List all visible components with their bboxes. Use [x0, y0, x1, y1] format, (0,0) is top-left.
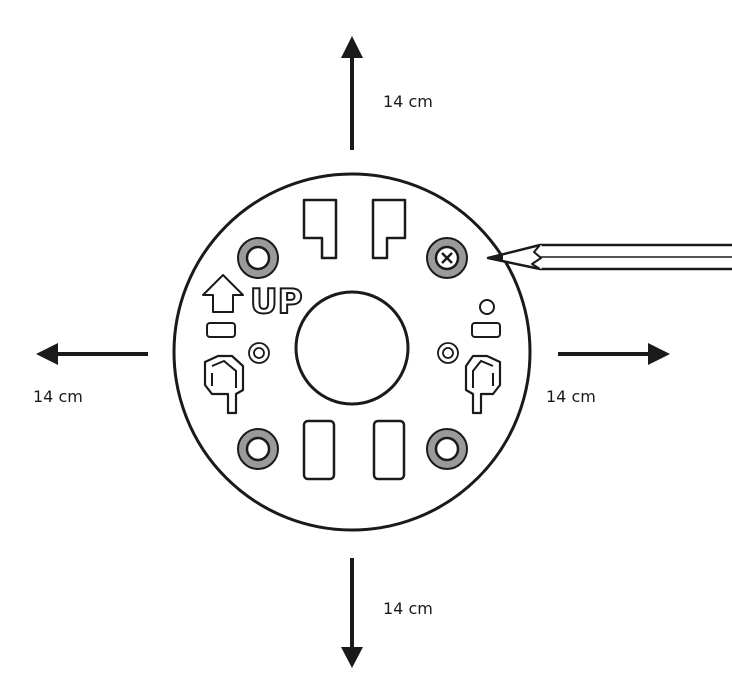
up-arrow-marker [202, 274, 244, 313]
bottom-right-slot [372, 419, 406, 481]
left-distance-label: 14 cm [33, 387, 83, 406]
bottom-left-slot [302, 419, 336, 481]
top-left-slot [302, 198, 338, 260]
screw-hole-bottom-right [426, 428, 468, 470]
alignment-ring-left [248, 342, 270, 364]
small-slot-right [471, 322, 501, 338]
arrow-right [558, 343, 670, 365]
top-distance-label: 14 cm [383, 92, 433, 111]
pencil-icon [486, 243, 732, 271]
alignment-ring-right [437, 342, 459, 364]
small-hole-right [479, 299, 495, 315]
arrow-left [36, 343, 148, 365]
latch-clip-right [464, 354, 502, 415]
screw-hole-top-left [237, 237, 279, 279]
arrow-down [341, 558, 363, 668]
top-right-slot [371, 198, 407, 260]
up-label: UP [250, 282, 303, 322]
center-hole [294, 290, 410, 406]
latch-clip-left [203, 354, 245, 415]
bottom-distance-label: 14 cm [383, 599, 433, 618]
screw-hole-top-right-marked [426, 237, 468, 279]
small-slot-left [206, 322, 236, 338]
right-distance-label: 14 cm [546, 387, 596, 406]
screw-hole-bottom-left [237, 428, 279, 470]
arrow-up [341, 36, 363, 150]
